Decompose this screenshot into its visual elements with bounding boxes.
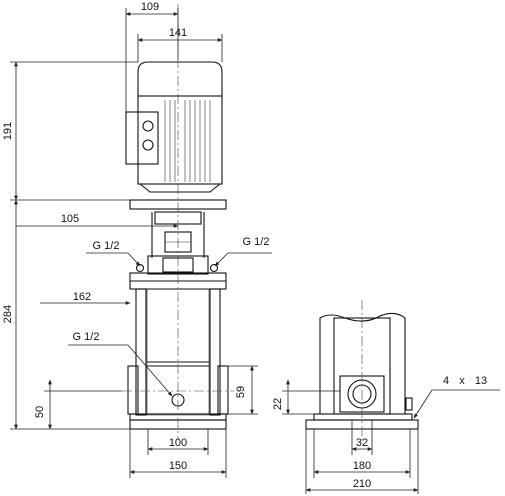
dimension-lines — [10, 8, 500, 494]
pump-sleeve — [146, 288, 210, 416]
dim-label-109: 109 — [141, 1, 159, 13]
motor-body — [137, 95, 223, 185]
dim-label-141: 141 — [169, 27, 187, 39]
dim-label-100: 100 — [169, 437, 187, 449]
dim-label-105: 105 — [61, 213, 79, 225]
dim-label-22: 22 — [272, 398, 284, 410]
tie-bolt-right — [209, 288, 221, 416]
side-pump-body — [319, 312, 406, 415]
dim-label-210: 210 — [353, 478, 371, 490]
dim-label-59: 59 — [235, 386, 247, 398]
holes-count-label: 4 — [443, 375, 449, 387]
side-plug — [405, 397, 413, 411]
dim-label-180: 180 — [353, 460, 371, 472]
vent-plug-icon — [209, 263, 219, 273]
holes-times-label: x — [459, 375, 465, 387]
dimension-labels: 109 141 191 284 105 162 50 59 100 150 22… — [2, 1, 487, 490]
dim-label-150: 150 — [169, 460, 187, 472]
dim-label-162: 162 — [73, 291, 91, 303]
side-base-upper — [313, 413, 413, 421]
dim-label-191: 191 — [2, 122, 14, 140]
dim-label-50: 50 — [34, 406, 46, 418]
terminal-box — [125, 111, 159, 165]
dim-label-32: 32 — [356, 437, 368, 449]
motor-bottom — [139, 183, 221, 193]
front-view — [122, 4, 234, 440]
cable-gland-icon — [142, 139, 154, 151]
thread-label-right: G 1/2 — [243, 236, 270, 248]
holes-diameter-label: 13 — [475, 375, 487, 387]
dim-label-284: 284 — [2, 305, 14, 323]
side-view — [305, 300, 419, 440]
thread-label-left: G 1/2 — [93, 240, 120, 252]
cable-gland-icon — [142, 120, 154, 132]
thread-label-lower: G 1/2 — [73, 331, 100, 343]
motor-fins — [164, 100, 211, 182]
motor-fan-cover — [137, 61, 223, 97]
tie-bolt-left — [135, 288, 147, 416]
